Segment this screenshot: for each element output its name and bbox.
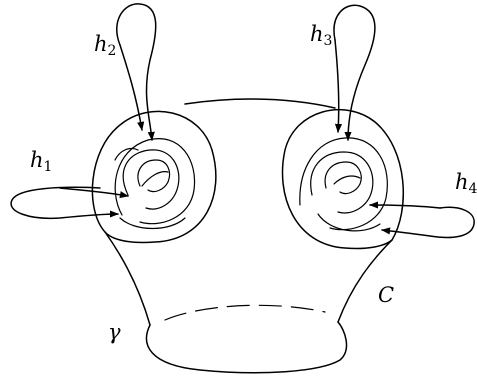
- h3-arc: [333, 4, 376, 141]
- left-handle-inner-2: [122, 149, 180, 210]
- label-h3: h3: [310, 22, 333, 49]
- left-handle-inner-5: [119, 217, 186, 229]
- right-handle-outer: [281, 108, 405, 250]
- h2-arc-return: [119, 44, 145, 131]
- h4-arc: [381, 206, 475, 239]
- right-handle-inner-2: [310, 151, 374, 214]
- h4-arc-upper: [369, 201, 441, 209]
- label-gamma: γ: [108, 320, 121, 344]
- h2-arc: [116, 3, 157, 141]
- label-h1: h1: [30, 148, 53, 175]
- gamma-front-arc: [145, 321, 348, 374]
- handle-arcs: [10, 3, 475, 239]
- label-h2: h2: [94, 32, 117, 59]
- boundary-gamma: [145, 304, 348, 374]
- gamma-back-arc-dashed: [164, 304, 326, 321]
- right-handle: [281, 108, 405, 250]
- left-handle-inner-4: [114, 147, 139, 161]
- left-handle-inner-3: [137, 159, 171, 193]
- h1-arc-upper: [59, 187, 129, 199]
- left-handle-hole: [141, 171, 169, 187]
- left-handle-outer: [91, 110, 217, 244]
- surface-body: [104, 98, 393, 326]
- surface-right-side: [337, 239, 393, 323]
- h3-arc-return: [334, 39, 343, 133]
- label-h4: h4: [455, 170, 477, 197]
- h1-arc: [10, 186, 119, 220]
- surface-left-side: [104, 231, 151, 326]
- right-handle-hole: [333, 175, 361, 185]
- left-handle-inner-1: [114, 138, 196, 225]
- right-handle-inner-1: [299, 137, 388, 231]
- right-handle-inner-4: [317, 213, 381, 232]
- label-C: C: [378, 283, 395, 307]
- left-handle: [91, 110, 217, 244]
- surface-top-edge: [184, 98, 336, 109]
- right-handle-inner-3: [324, 161, 362, 195]
